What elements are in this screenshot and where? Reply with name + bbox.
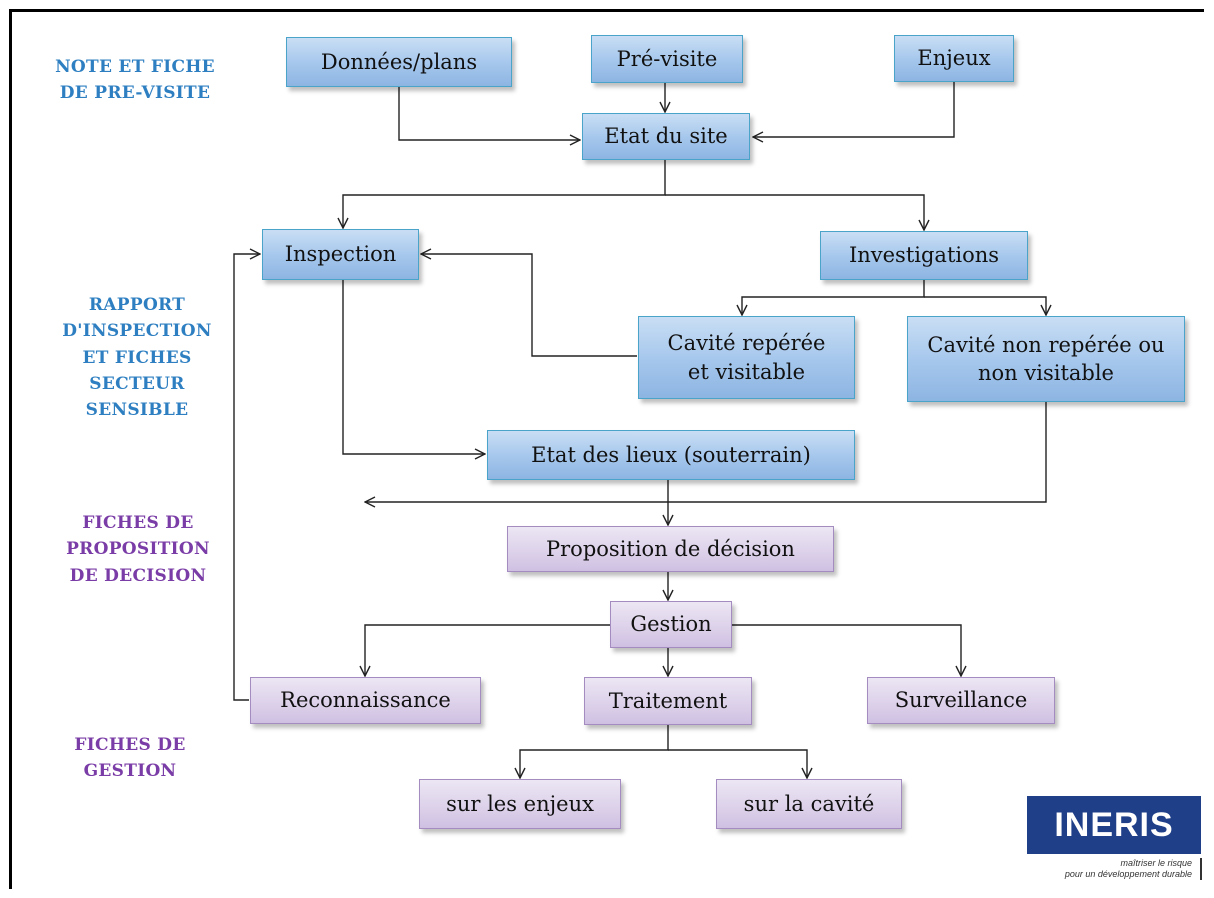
- node-cavite-reperee: Cavité repérée et visitable: [638, 316, 855, 399]
- side-label-rapport-inspection: RAPPORT D'INSPECTION ET FICHES SECTEUR S…: [62, 295, 212, 421]
- edge-etat-site-to-investigations: [665, 194, 924, 230]
- edge-cavite-reperee-to-inspection: [421, 254, 637, 357]
- node-etat-des-lieux: Etat des lieux (souterrain): [487, 430, 855, 480]
- ineris-logo-tagline: maîtriser le risque pour un développemen…: [1024, 858, 1202, 880]
- ineris-logo: INERIS maîtriser le risque pour un dével…: [1024, 796, 1204, 886]
- edge-investigations-to-cavite-reperee: [742, 280, 925, 315]
- side-label-fiches-gestion: FICHES DE GESTION: [74, 735, 186, 782]
- edge-etat-site-to-inspection: [343, 160, 666, 228]
- node-sur-les-enjeux: sur les enjeux: [419, 779, 621, 829]
- edge-traitement-to-sur-les-enjeux: [520, 725, 669, 778]
- node-sur-la-cavite: sur la cavité: [716, 779, 902, 829]
- node-pre-visite: Pré-visite: [591, 35, 743, 83]
- ineris-logo-mark: INERIS: [1027, 796, 1201, 854]
- edge-enjeux-to-etat-site: [753, 82, 955, 137]
- node-reconnaissance: Reconnaissance: [250, 677, 481, 724]
- ineris-tagline-line1: maîtriser le risque: [1120, 858, 1192, 868]
- edge-gestion-to-reconnaissance: [365, 624, 612, 676]
- edge-inspection-to-etat-lieux: [342, 280, 485, 454]
- node-proposition-decision: Proposition de décision: [507, 526, 834, 572]
- node-surveillance: Surveillance: [867, 677, 1055, 724]
- edge-reconnaissance-to-inspection: [233, 254, 260, 701]
- node-enjeux: Enjeux: [894, 35, 1014, 82]
- node-etat-du-site: Etat du site: [582, 113, 750, 160]
- node-gestion: Gestion: [610, 601, 732, 648]
- ineris-tagline-line2: pour un développement durable: [1064, 869, 1192, 879]
- node-cavite-non-reperee: Cavité non repérée ou non visitable: [907, 316, 1185, 402]
- side-label-fiches-proposition: FICHES DE PROPOSITION DE DECISION: [66, 513, 210, 586]
- node-traitement: Traitement: [584, 677, 752, 725]
- node-investigations: Investigations: [820, 231, 1028, 280]
- edge-cavite-non-reperee-to-reconnaissance: [365, 402, 1047, 502]
- edge-traitement-to-sur-la-cavite: [668, 749, 807, 778]
- edge-investigations-to-cavite-non-reperee: [924, 296, 1046, 315]
- node-donnees-plans: Données/plans: [286, 37, 512, 87]
- side-label-note-pre-visite: NOTE ET FICHE DE PRE-VISITE: [55, 57, 215, 104]
- edge-donnees-to-etat-site: [398, 87, 580, 140]
- diagram-frame: [9, 9, 1204, 889]
- node-inspection: Inspection: [262, 229, 419, 280]
- edge-gestion-to-surveillance: [732, 624, 961, 676]
